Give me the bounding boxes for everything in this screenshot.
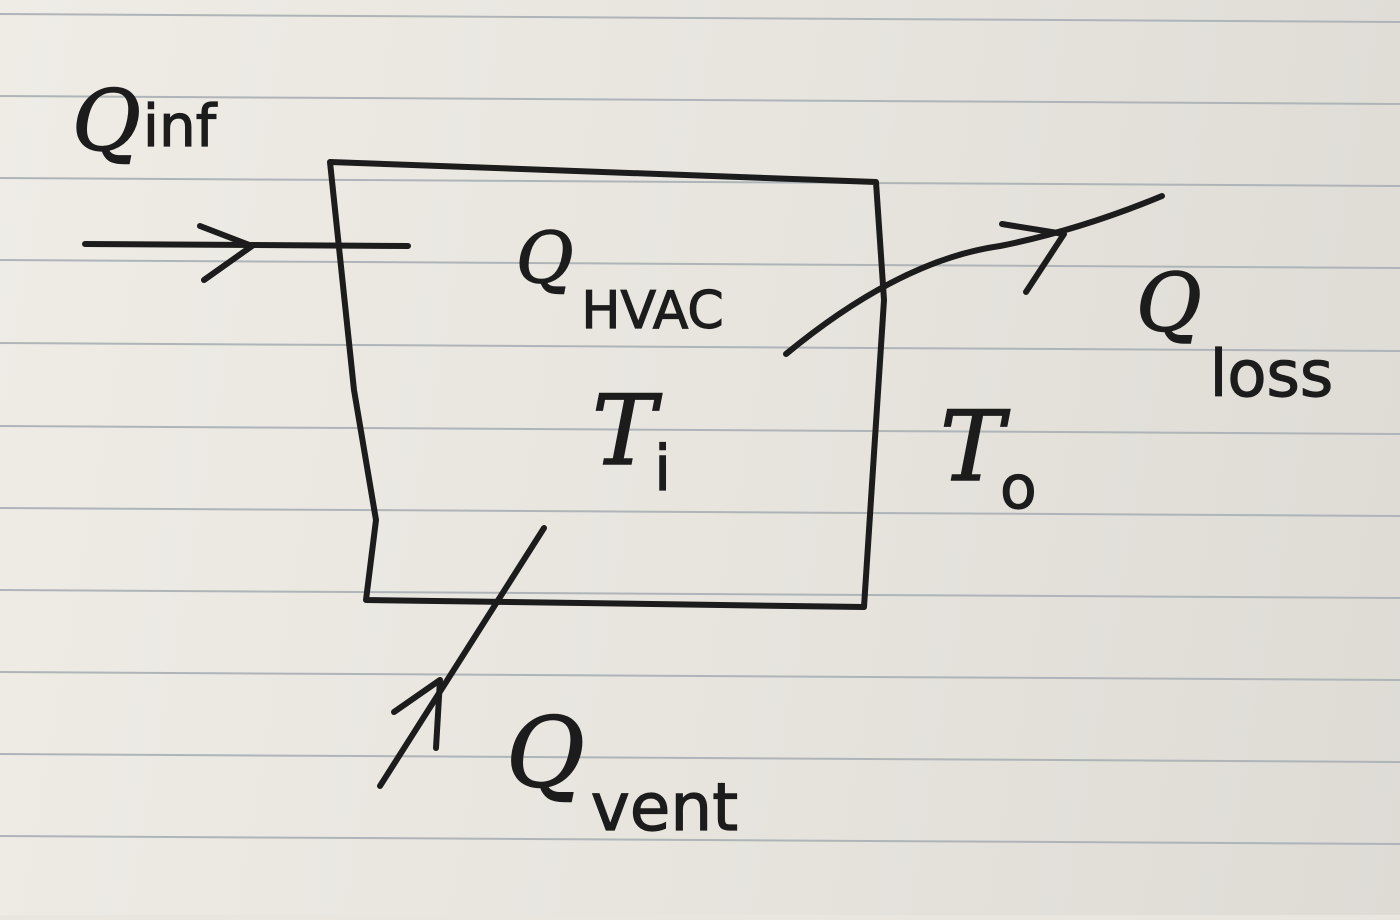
room-box — [327, 159, 887, 610]
q-loss-arrow — [783, 193, 1165, 357]
q-loss-label: Qloss — [1136, 256, 1333, 412]
q-inf-arrow — [82, 223, 411, 283]
q-vent-label: Qvent — [506, 697, 738, 846]
t-i-label: Ti — [592, 375, 671, 505]
t-o-label: To — [940, 391, 1037, 523]
q-inf-label: Qinf — [72, 72, 218, 170]
ruled-lines — [0, 13, 1400, 845]
q-vent-arrow — [377, 525, 547, 789]
q-hvac-label: QHVAC — [516, 217, 724, 341]
